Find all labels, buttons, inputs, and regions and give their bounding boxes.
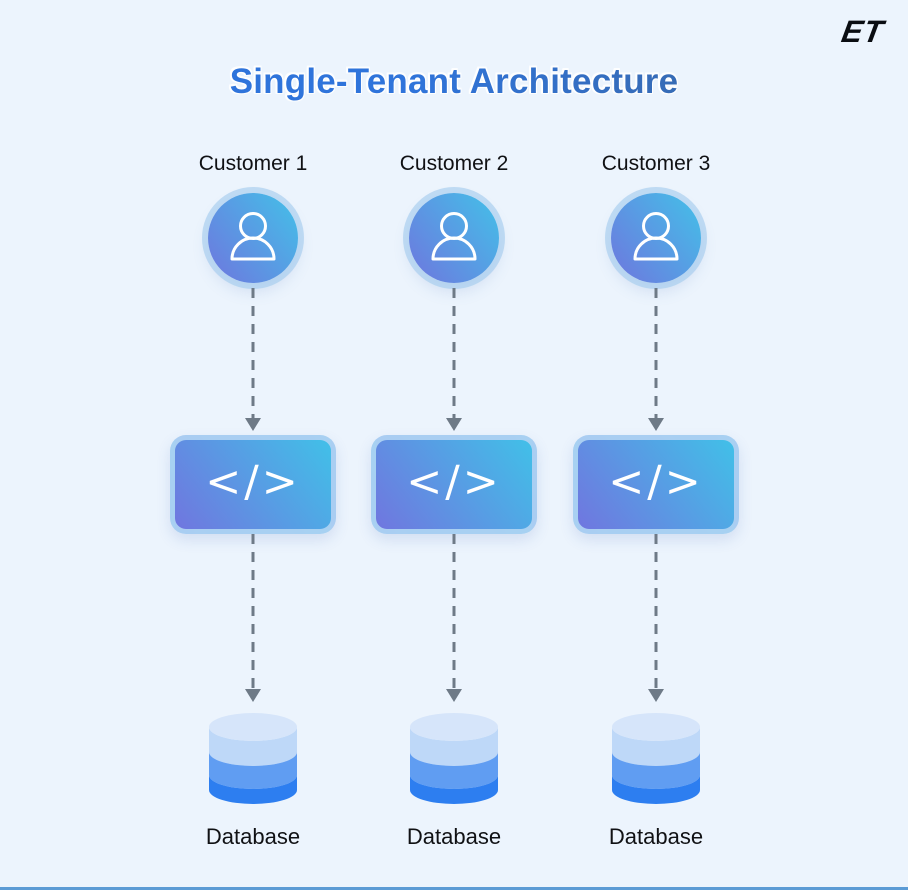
user-icon <box>230 212 276 261</box>
app-node: </> <box>573 435 739 534</box>
et-logo: ET <box>839 14 888 49</box>
database-icon <box>410 713 498 804</box>
customer-label: Customer 2 <box>399 152 509 175</box>
arrow-down-dashed-icon <box>648 534 664 702</box>
arrow-down-dashed-icon <box>446 288 462 431</box>
customer-label: Customer 1 <box>198 152 308 175</box>
bottom-accent-line <box>0 887 908 890</box>
code-icon: </> <box>205 457 301 507</box>
code-icon: </> <box>406 457 502 507</box>
customer-node <box>611 193 701 283</box>
database-label: Database <box>205 824 301 849</box>
database-icon <box>612 713 700 804</box>
app-node: </> <box>371 435 537 534</box>
customer-node <box>409 193 499 283</box>
customer-label: Customer 3 <box>601 152 711 175</box>
user-icon <box>431 212 477 261</box>
arrow-down-dashed-icon <box>648 288 664 431</box>
user-icon <box>633 212 679 261</box>
arrow-down-dashed-icon <box>446 534 462 702</box>
arrow-down-dashed-icon <box>245 288 261 431</box>
arrow-down-dashed-icon <box>245 534 261 702</box>
database-label: Database <box>406 824 502 849</box>
app-node: </> <box>170 435 336 534</box>
page-title: Single-Tenant Architecture <box>0 62 908 102</box>
code-icon: </> <box>608 457 704 507</box>
customer-node <box>208 193 298 283</box>
database-label: Database <box>608 824 704 849</box>
database-icon <box>209 713 297 804</box>
